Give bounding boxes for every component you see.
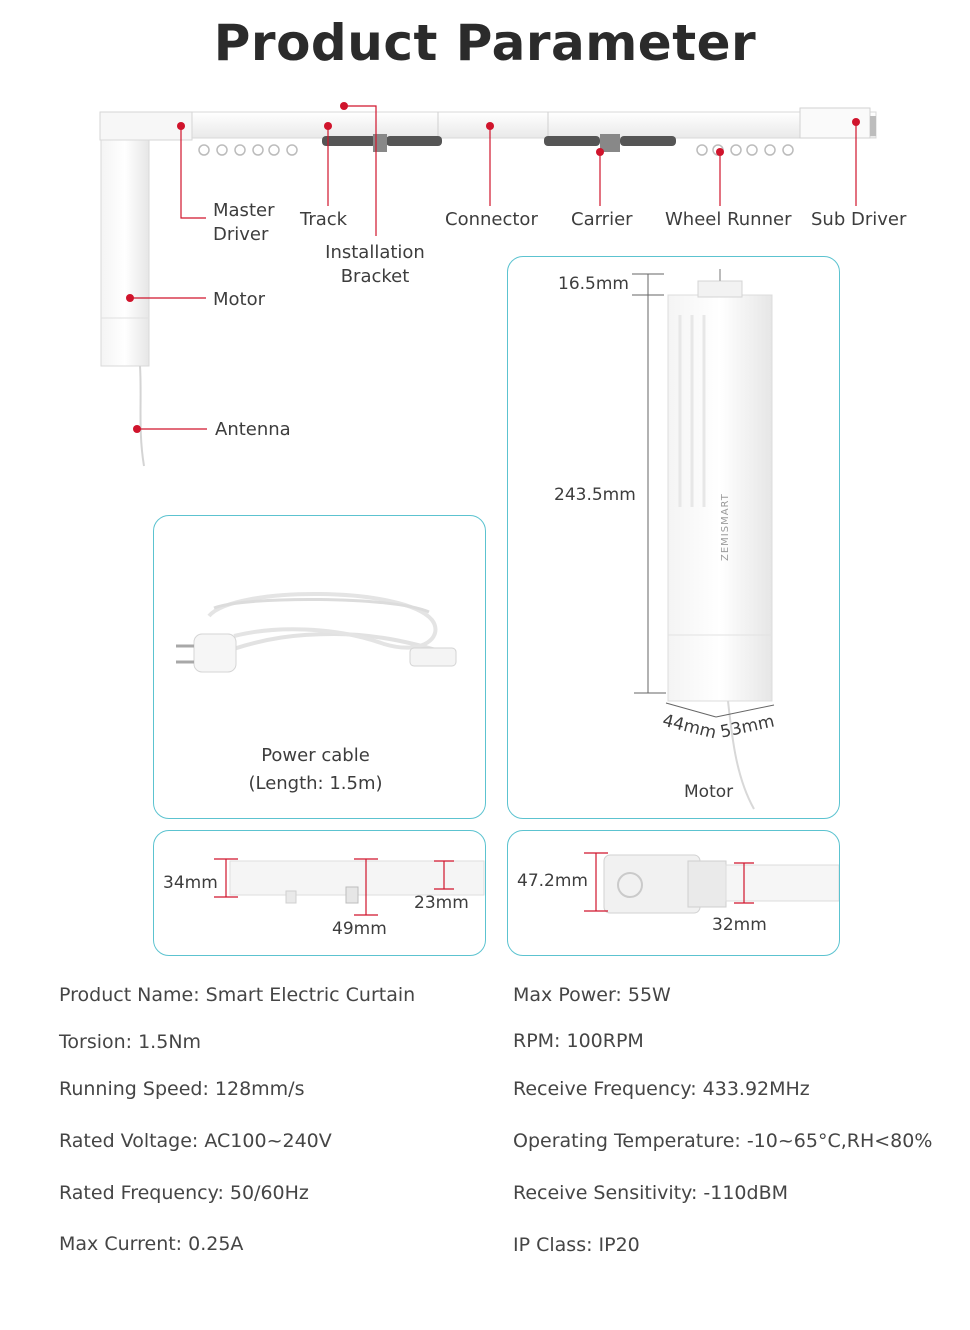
spec-max-power: Max Power: 55W [513, 984, 671, 1006]
installation-bracket-label: Installation Bracket [325, 242, 425, 287]
track-runner-dimension: 49mm [332, 919, 387, 939]
spec-rated-frequency: Rated Frequency: 50/60Hz [59, 1182, 309, 1204]
motor-caption: Motor [684, 782, 734, 802]
profile-height-dimension: 47.2mm [517, 871, 588, 891]
motor-height-dimension: 243.5mm [554, 485, 636, 505]
spec-max-current: Max Current: 0.25A [59, 1233, 244, 1255]
track-inner-dimension: 23mm [414, 893, 469, 913]
spec-receive-sensitivity: Receive Sensitivity: -110dBM [513, 1182, 789, 1204]
carrier-label: Carrier [571, 209, 633, 230]
connector-label: Connector [445, 209, 538, 230]
profile-section-drawing [584, 852, 839, 914]
spec-operating-temperature: Operating Temperature: -10~65°C,RH<80% [513, 1130, 933, 1152]
motor-drawing [632, 269, 775, 810]
wheel-runners-left [198, 144, 298, 156]
motor-dimension-card: ZEMISMART 16.5mm 243.5mm 44mm 53mm Motor [507, 256, 840, 819]
power-cable-card: Power cable (Length: 1.5m) [153, 515, 486, 819]
power-cable-drawing [176, 592, 457, 673]
profile-dimension-card: 47.2mm 32mm [507, 830, 840, 956]
brand-mark: ZEMISMART [720, 493, 731, 561]
power-cable-length: (Length: 1.5m) [248, 773, 383, 794]
track-dimension-card: 34mm 23mm 49mm [153, 830, 486, 956]
spec-rated-voltage: Rated Voltage: AC100~240V [59, 1130, 332, 1152]
wheel-runner-label: Wheel Runner [665, 209, 792, 230]
spec-product-name: Product Name: Smart Electric Curtain [59, 984, 416, 1006]
wheel-runners-right [696, 144, 794, 156]
antenna-label: Antenna [215, 419, 291, 440]
track-height-dimension: 34mm [163, 873, 218, 893]
page-title: Product Parameter [213, 14, 757, 72]
master-driver-label: Master Driver [213, 200, 275, 245]
sub-driver-label: Sub Driver [811, 209, 907, 230]
spec-receive-frequency: Receive Frequency: 433.92MHz [513, 1078, 810, 1100]
motor-label: Motor [213, 289, 266, 310]
profile-width-dimension: 32mm [712, 915, 767, 935]
motor-top-dimension: 16.5mm [558, 274, 629, 294]
track-label: Track [300, 209, 348, 230]
spec-running-speed: Running Speed: 128mm/s [59, 1078, 305, 1100]
spec-rpm: RPM: 100RPM [513, 1030, 644, 1052]
spec-ip-class: IP Class: IP20 [513, 1234, 640, 1256]
track-section-drawing [214, 858, 485, 916]
spec-torsion: Torsion: 1.5Nm [59, 1031, 202, 1053]
power-cable-label: Power cable [261, 745, 370, 766]
